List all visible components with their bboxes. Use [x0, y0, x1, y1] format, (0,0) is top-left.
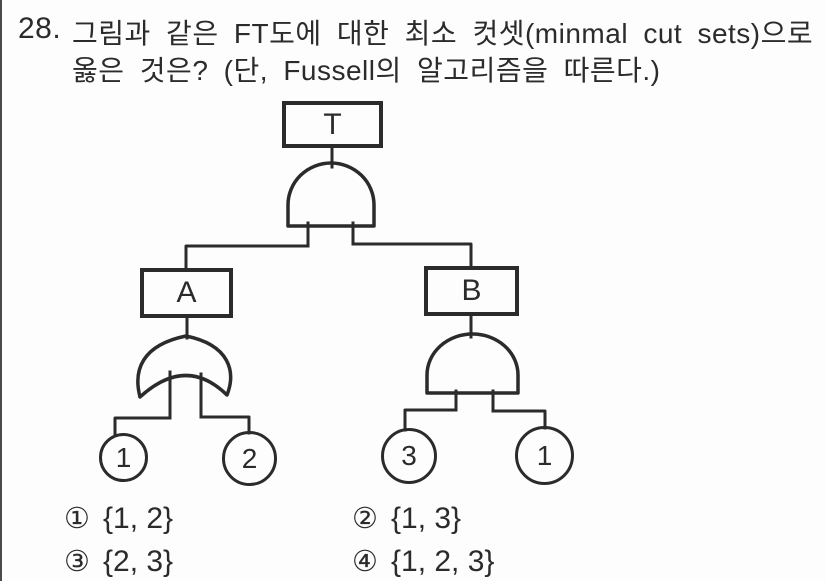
node-label-a: A [176, 276, 197, 309]
node-box-top-event: T [282, 101, 383, 148]
wire-branch-to-a [184, 244, 310, 271]
option-1: ① {1, 2} [64, 504, 173, 534]
option-3: ③ {2, 3} [64, 547, 173, 577]
wire-branch-to-event3 [403, 408, 458, 432]
node-box-b: B [424, 266, 519, 316]
node-label-b: B [461, 274, 482, 307]
wire-branch-to-event2 [199, 415, 251, 435]
option-2-marker: ② [352, 502, 378, 535]
page-edge-line [0, 0, 2, 581]
event-label-1-left: 1 [115, 441, 132, 473]
event-label-1-right: 1 [536, 439, 553, 471]
node-label-t: T [323, 107, 342, 141]
option-1-marker: ① [64, 502, 90, 535]
event-circle-1-right: 1 [515, 426, 574, 485]
wire-branch-to-event1-right [491, 409, 547, 430]
option-2-value: {1, 3} [391, 502, 462, 535]
event-circle-1-left: 1 [99, 433, 148, 482]
option-2: ② {1, 3} [352, 504, 461, 534]
node-box-a: A [140, 268, 233, 318]
event-circle-3: 3 [381, 428, 437, 484]
or-gate-shape [136, 334, 233, 399]
question-text-line2: 옳은 것은? (단, Fussell의 알고리즘을 따른다.) [72, 55, 661, 86]
right-and-gate-shape [425, 332, 520, 395]
question-number: 28. [18, 12, 62, 45]
event-label-2: 2 [241, 442, 258, 474]
event-label-3: 3 [401, 440, 417, 471]
top-and-gate-shape [286, 161, 376, 228]
event-circle-2: 2 [222, 431, 277, 486]
option-4-marker: ④ [352, 545, 378, 578]
option-3-marker: ③ [64, 545, 90, 578]
wire-branch-to-b [351, 242, 473, 269]
option-4: ④ {1, 2, 3} [352, 547, 494, 577]
question-text-line1: 그림과 같은 FT도에 대한 최소 컷셋(minmal cut sets)으로 [72, 18, 814, 49]
option-3-value: {2, 3} [103, 545, 174, 578]
option-4-value: {1, 2, 3} [391, 545, 495, 578]
option-1-value: {1, 2} [103, 502, 174, 535]
